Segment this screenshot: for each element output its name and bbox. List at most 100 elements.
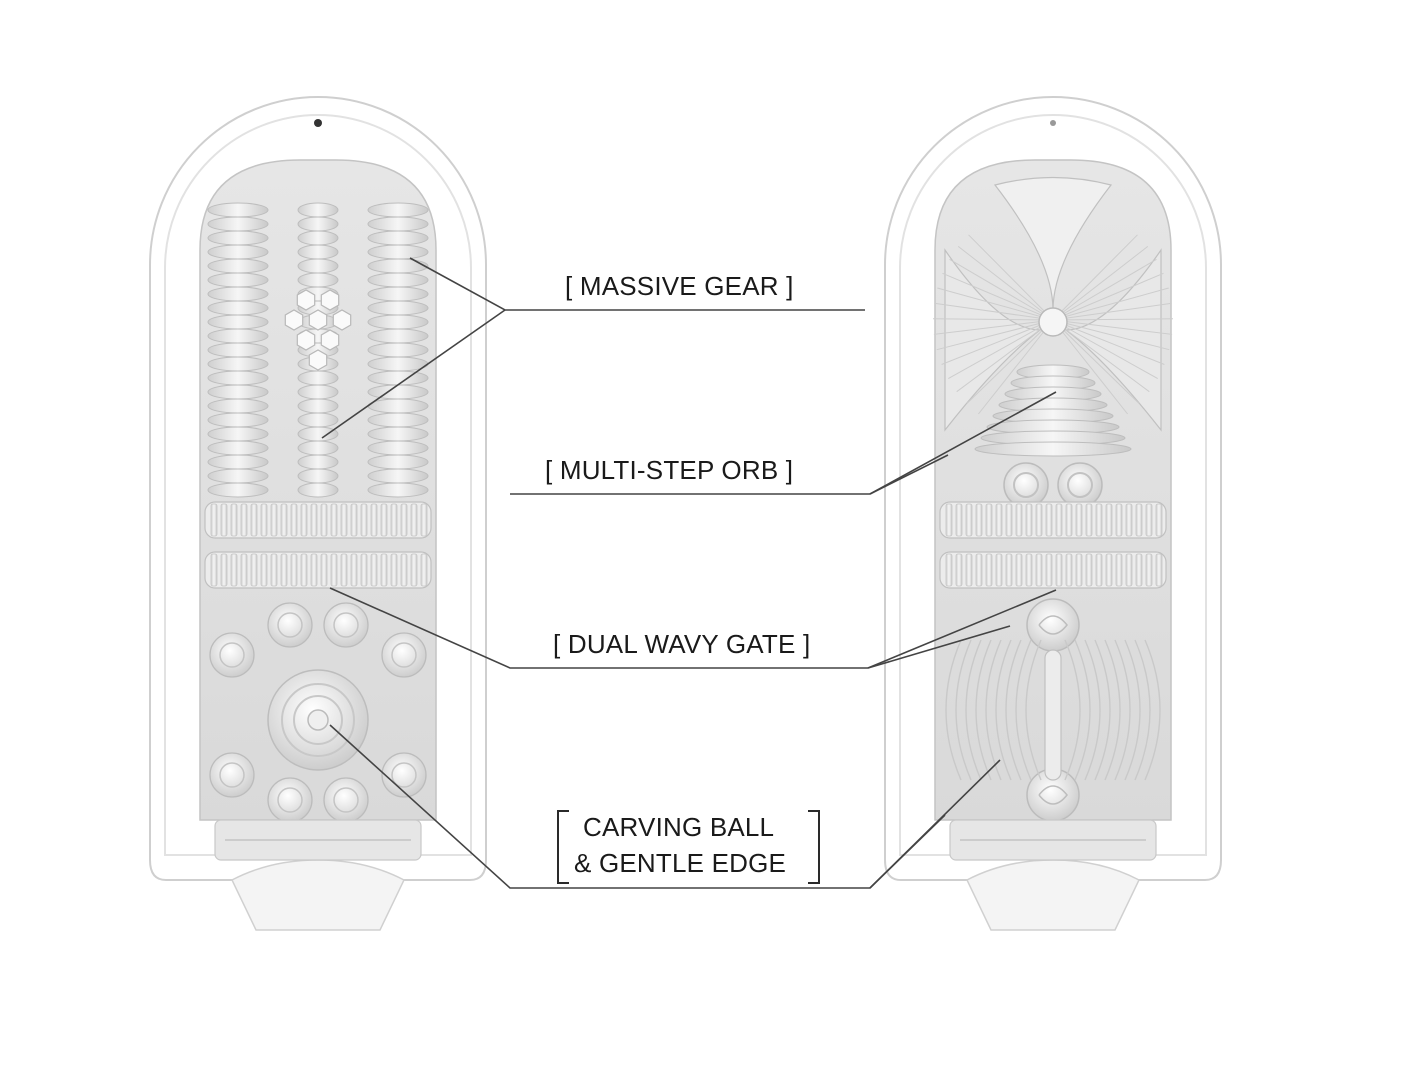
gear-rib (207, 468, 269, 484)
petal-vein (1052, 319, 1150, 393)
hex-cell (296, 289, 316, 311)
right-bracket (808, 810, 820, 884)
gate-tooth (340, 553, 348, 587)
gate-tooth (280, 553, 288, 587)
gear-rib (367, 356, 429, 372)
gate-tooth (945, 553, 953, 587)
wavy-gate-bands (939, 501, 1167, 589)
gear-rib (207, 258, 269, 274)
gate-tooth (210, 503, 218, 537)
gear-rib (207, 230, 269, 246)
gear-rib (297, 230, 339, 246)
gate-tooth (1025, 503, 1033, 537)
gear-rib (367, 272, 429, 288)
vein (1005, 639, 1022, 781)
swirl-knots (945, 598, 1161, 822)
petal-vein (948, 319, 1054, 380)
gear-rib (297, 426, 339, 442)
gate-tooth (340, 503, 348, 537)
gear-rib (297, 482, 339, 498)
top-hole-dot (314, 119, 322, 127)
gate-tooth (1095, 503, 1103, 537)
gear-rib (297, 258, 339, 274)
petal-vein (936, 319, 1054, 351)
gate-tooth (1145, 553, 1153, 587)
callout-carving-ball-line1: CARVING BALL (583, 812, 775, 842)
gate-tooth (1065, 553, 1073, 587)
gate-tooth (1025, 553, 1033, 587)
gear-rib (367, 384, 429, 400)
fan-petals (932, 176, 1174, 432)
gate-tooth (230, 503, 238, 537)
petal-vein (1052, 319, 1158, 380)
gate-tooth (965, 553, 973, 587)
gear-rib (367, 454, 429, 470)
gate-tooth (360, 553, 368, 587)
gear-rib (207, 454, 269, 470)
gate-tooth (1075, 503, 1083, 537)
nub-ring (277, 787, 303, 813)
petal-vein (968, 234, 1054, 321)
callout-dual-wavy-gate: [ DUAL WAVY GATE ] (553, 629, 811, 659)
gate-tooth (380, 503, 388, 537)
hex-cell (308, 349, 328, 371)
gear-rib (207, 328, 269, 344)
gate-tooth (230, 553, 238, 587)
petal-vein (957, 246, 1054, 321)
gate-tooth (270, 503, 278, 537)
vein (1015, 639, 1032, 781)
gear-rib (367, 482, 429, 498)
gate-tooth (330, 553, 338, 587)
gate-tooth (250, 553, 258, 587)
gear-rib (297, 412, 339, 428)
gear-rib (367, 314, 429, 330)
gate-tooth (400, 553, 408, 587)
gate-tooth (220, 553, 228, 587)
petal-vein (933, 319, 1054, 335)
right-capsule (884, 96, 1222, 931)
vein (1114, 639, 1131, 781)
gate-tooth (945, 503, 953, 537)
nub (323, 602, 369, 648)
gear-rib (297, 398, 339, 414)
gate-tooth (300, 553, 308, 587)
gate-tooth (390, 553, 398, 587)
gate-tooth (995, 503, 1003, 537)
gear-rib (297, 244, 339, 260)
gate-tooth (1045, 503, 1053, 537)
multi-step-orb-leader-2 (869, 454, 949, 495)
gate-tooth (1155, 503, 1163, 537)
gear-rib (367, 328, 429, 344)
gate-tooth (290, 553, 298, 587)
petal-vein (1052, 318, 1174, 321)
gear-rib (207, 342, 269, 358)
massive-gear-ribs (207, 202, 429, 498)
gate-tooth (965, 503, 973, 537)
gear-rib (207, 300, 269, 316)
gate-tooth (300, 503, 308, 537)
carving-ball-leader-2 (869, 814, 946, 889)
hex-cell (320, 289, 340, 311)
callout-carving-ball-line2: & GENTLE EDGE (574, 848, 787, 878)
gate-tooth (985, 503, 993, 537)
vein (945, 639, 962, 781)
vein (1025, 639, 1042, 781)
vein (1084, 639, 1101, 781)
swirl-knot (1026, 598, 1080, 652)
gear-rib (367, 426, 429, 442)
gear-rib (207, 286, 269, 302)
gate-tooth (1085, 553, 1093, 587)
gate-tooth (1055, 503, 1063, 537)
gate-tooth (1075, 553, 1083, 587)
gate-tooth (320, 503, 328, 537)
gear-rib (297, 216, 339, 232)
hex-cell (296, 329, 316, 351)
gate-tooth (1035, 553, 1043, 587)
left-bracket (557, 810, 569, 884)
dual-wavy-gate-leader (329, 587, 1057, 669)
nub (209, 752, 255, 798)
gate-tooth (1015, 503, 1023, 537)
nub (267, 602, 313, 648)
petal-vein (934, 302, 1054, 321)
